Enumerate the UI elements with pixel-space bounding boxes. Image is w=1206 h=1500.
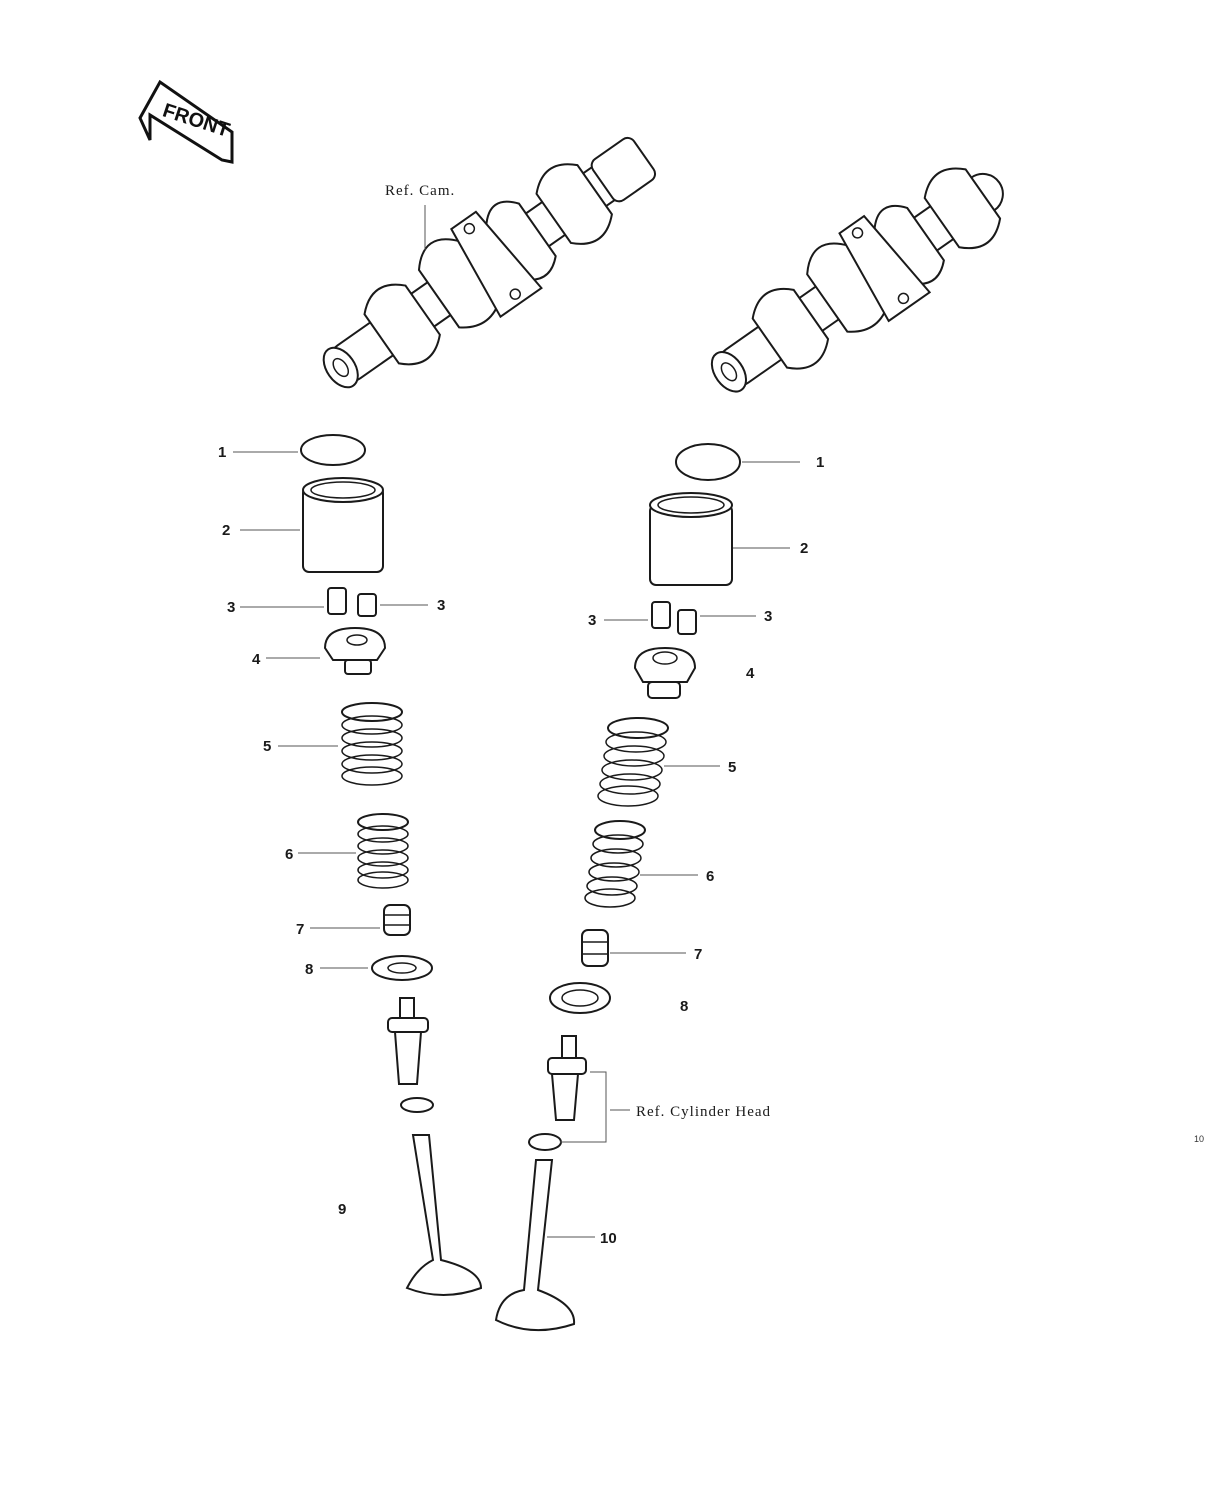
inner-spring-right bbox=[584, 820, 646, 908]
collet-left-a bbox=[327, 587, 347, 615]
right-valve-stack bbox=[494, 443, 741, 1332]
collet-right-b bbox=[677, 609, 697, 635]
ref-cam-label: Ref. Cam. bbox=[385, 183, 455, 199]
stem-seal-right bbox=[581, 929, 609, 967]
camshaft-left bbox=[322, 136, 657, 389]
leader-lines-left bbox=[233, 451, 428, 969]
tappet-right bbox=[649, 492, 733, 586]
label-right-4: 4 bbox=[746, 665, 755, 682]
outer-spring-right bbox=[597, 717, 669, 807]
label-right-7: 7 bbox=[694, 946, 702, 963]
label-left-1: 1 bbox=[218, 444, 226, 461]
valve-guide-right bbox=[528, 1035, 587, 1151]
spring-seat-left bbox=[371, 955, 433, 981]
valve-guide-left bbox=[387, 997, 434, 1113]
label-right-3a: 3 bbox=[588, 612, 596, 629]
outer-spring-left bbox=[341, 702, 403, 786]
collet-right-a bbox=[651, 601, 671, 629]
stem-seal-left bbox=[383, 904, 411, 936]
inner-spring-left bbox=[357, 813, 409, 889]
label-left-8: 8 bbox=[305, 961, 313, 978]
guide-ring-right bbox=[528, 1133, 562, 1151]
tappet-left bbox=[302, 477, 384, 573]
retainer-left bbox=[323, 626, 387, 675]
valve-right bbox=[494, 1159, 576, 1332]
front-arrow-badge: FRONT bbox=[138, 79, 234, 164]
label-left-6: 6 bbox=[285, 846, 293, 863]
label-right-5: 5 bbox=[728, 759, 736, 776]
label-right-2: 2 bbox=[800, 540, 808, 557]
collet-left-b bbox=[357, 593, 377, 617]
valve-left bbox=[405, 1134, 483, 1296]
left-valve-stack bbox=[300, 434, 483, 1296]
edge-mark: 10 bbox=[1194, 1134, 1204, 1144]
label-right-10: 10 bbox=[600, 1230, 617, 1247]
camshaft-right bbox=[710, 167, 1004, 393]
label-left-2: 2 bbox=[222, 522, 230, 539]
ref-cylinder-head-label: Ref. Cylinder Head bbox=[636, 1104, 771, 1120]
label-left-3b: 3 bbox=[437, 597, 445, 614]
label-left-3a: 3 bbox=[227, 599, 235, 616]
leader-lines-right bbox=[547, 461, 800, 1238]
label-left-4: 4 bbox=[252, 651, 261, 668]
label-right-8: 8 bbox=[680, 998, 688, 1015]
spring-seat-right bbox=[549, 982, 611, 1014]
label-right-3b: 3 bbox=[764, 608, 772, 625]
guide-ring-left bbox=[400, 1097, 434, 1113]
label-right-1: 1 bbox=[816, 454, 824, 471]
shim-left bbox=[300, 434, 366, 466]
retainer-right bbox=[633, 646, 697, 699]
shim-right bbox=[675, 443, 741, 481]
label-left-5: 5 bbox=[263, 738, 271, 755]
label-left-7: 7 bbox=[296, 921, 304, 938]
label-left-9: 9 bbox=[338, 1201, 346, 1218]
label-right-6: 6 bbox=[706, 868, 714, 885]
